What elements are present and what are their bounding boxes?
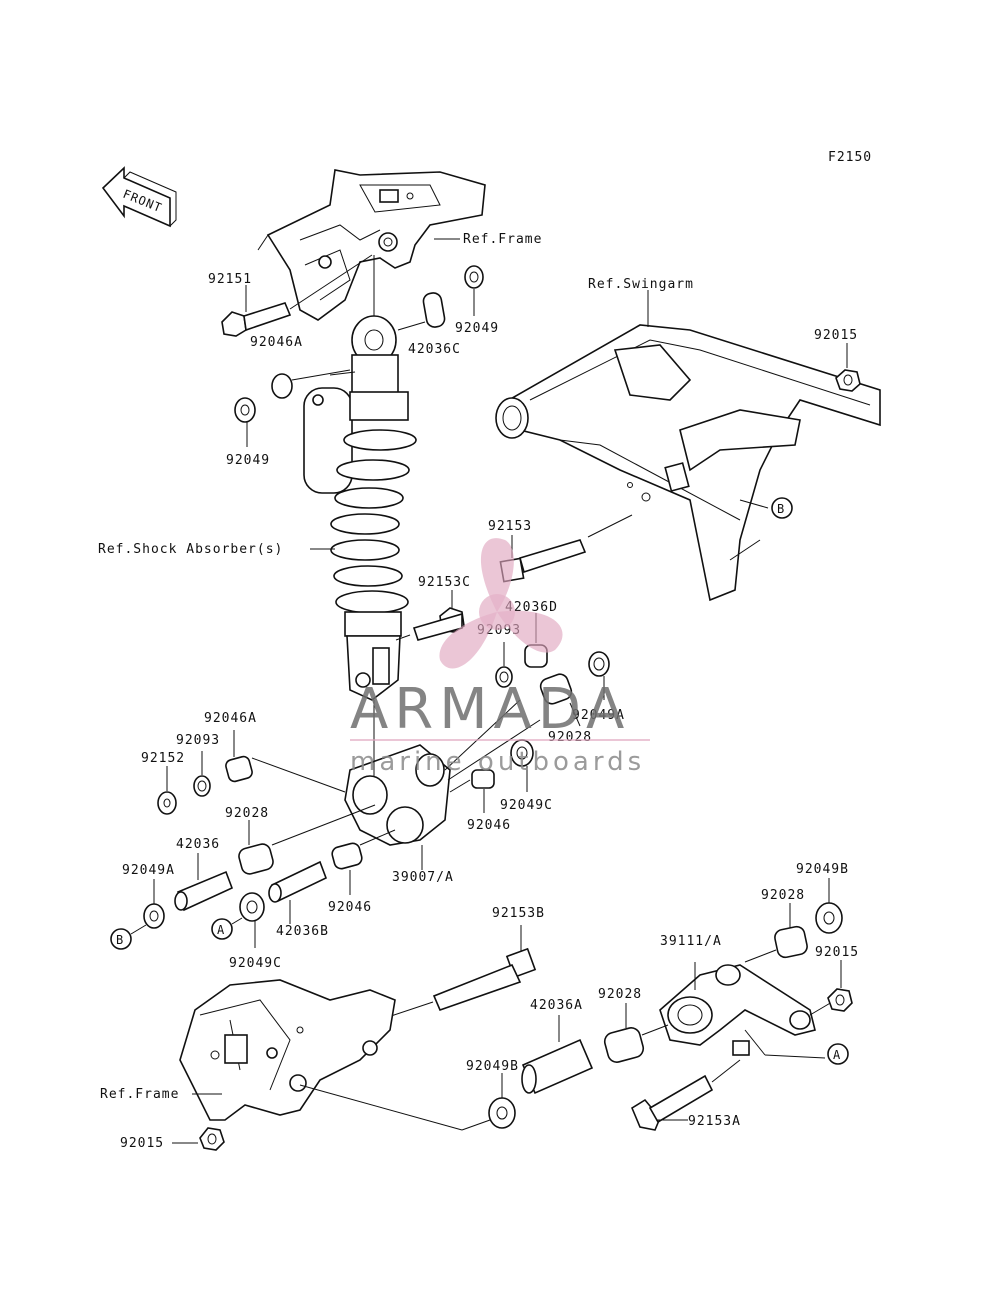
seal-92049C-lower bbox=[239, 892, 265, 948]
ref-shock-absorber: Ref.Shock Absorber(s) bbox=[98, 542, 283, 557]
label-92046-right: 92046 bbox=[467, 818, 511, 833]
label-92046A-top: 92046A bbox=[250, 335, 303, 350]
svg-text:A: A bbox=[217, 923, 225, 937]
label-92028-lower: 92028 bbox=[598, 987, 642, 1002]
label-92093-left: 92093 bbox=[176, 733, 220, 748]
sleeve-42036B bbox=[268, 860, 328, 924]
label-92049A-left: 92049A bbox=[122, 863, 175, 878]
bolt-92153A bbox=[630, 1059, 741, 1131]
seal-92049B-right bbox=[815, 878, 843, 934]
label-92028-left: 92028 bbox=[225, 806, 269, 821]
seal-92049A-left bbox=[143, 879, 165, 929]
rocker-39007A bbox=[344, 699, 541, 846]
label-42036B: 42036B bbox=[276, 924, 329, 939]
label-92028-mid: 92028 bbox=[548, 730, 592, 745]
frame-bottom bbox=[179, 979, 396, 1121]
label-92049B-lower: 92049B bbox=[466, 1059, 519, 1074]
callout-A-left: A bbox=[211, 917, 243, 940]
washer-92152 bbox=[157, 766, 177, 815]
ref-frame-top: Ref.Frame bbox=[463, 232, 542, 247]
ring-92093-left bbox=[193, 751, 211, 797]
swingarm bbox=[495, 324, 881, 602]
callout-B-left: B bbox=[110, 924, 147, 950]
label-92153C: 92153C bbox=[418, 575, 471, 590]
collar-92046A-left bbox=[225, 730, 346, 793]
seal-92049-left bbox=[234, 397, 256, 447]
label-92049A-right: 92049A bbox=[572, 708, 625, 723]
bearing-92046-right bbox=[449, 769, 495, 813]
nut-92015-top bbox=[835, 343, 861, 392]
seal-92049B-lower bbox=[299, 1073, 516, 1131]
svg-text:A: A bbox=[833, 1048, 841, 1062]
callout-A-right: A bbox=[827, 1043, 849, 1065]
label-92046A-left: 92046A bbox=[204, 711, 257, 726]
svg-text:B: B bbox=[116, 933, 124, 947]
tie-rod-39111A bbox=[641, 962, 833, 1059]
collar-92028-mid bbox=[539, 673, 581, 727]
label-39111A: 39111/A bbox=[660, 934, 722, 949]
label-92015-top: 92015 bbox=[814, 328, 858, 343]
label-92046-lower: 92046 bbox=[328, 900, 372, 915]
front-arrow-icon: FRONT bbox=[101, 166, 177, 228]
label-42036A: 42036A bbox=[530, 998, 583, 1013]
label-42036: 42036 bbox=[176, 837, 220, 852]
seal-92049A-right bbox=[588, 651, 610, 700]
shock-absorber bbox=[303, 255, 417, 701]
label-92049-top: 92049 bbox=[455, 321, 499, 336]
label-39007A: 39007/A bbox=[392, 870, 454, 885]
label-92049-left: 92049 bbox=[226, 453, 270, 468]
label-42036C: 42036C bbox=[408, 342, 461, 357]
collar-92028-right bbox=[744, 903, 808, 963]
seal-92049-top bbox=[464, 265, 484, 316]
label-92049C-lower: 92049C bbox=[229, 956, 282, 971]
label-92015-bottom: 92015 bbox=[120, 1136, 164, 1151]
watermark-tagline: marine outboards bbox=[350, 747, 645, 777]
label-92049B-right: 92049B bbox=[796, 862, 849, 877]
ref-swingarm: Ref.Swingarm bbox=[588, 277, 694, 292]
sleeve-42036C bbox=[397, 292, 446, 331]
frame-top-bracket bbox=[257, 169, 486, 321]
ring-92093-mid bbox=[495, 642, 513, 688]
armada-watermark: ARMADA marine outboards bbox=[350, 538, 650, 777]
ref-frame-bottom: Ref.Frame bbox=[100, 1087, 179, 1102]
svg-text:B: B bbox=[777, 502, 785, 516]
sleeve-42036 bbox=[174, 853, 234, 912]
label-92153A: 92153A bbox=[688, 1114, 741, 1129]
watermark-brand: ARMADA bbox=[350, 677, 630, 742]
label-92015-right: 92015 bbox=[815, 945, 859, 960]
collar-92028-lower bbox=[603, 1003, 645, 1063]
bearing-92046-lower bbox=[331, 829, 396, 895]
label-92153: 92153 bbox=[488, 519, 532, 534]
label-92153B: 92153B bbox=[492, 906, 545, 921]
label-92028-right: 92028 bbox=[761, 888, 805, 903]
diagram-code: F2150 bbox=[828, 150, 872, 165]
sleeve-42036A bbox=[521, 1015, 594, 1095]
label-92049C-right: 92049C bbox=[500, 798, 553, 813]
nut-92015-bottom bbox=[172, 1127, 225, 1151]
label-92152: 92152 bbox=[141, 751, 185, 766]
collar-92028-left bbox=[238, 804, 376, 875]
collar-92046A-top bbox=[271, 369, 351, 399]
callout-B-swingarm: B bbox=[771, 497, 793, 519]
label-92151: 92151 bbox=[208, 272, 252, 287]
bolt-92151 bbox=[221, 254, 373, 337]
nut-92015-right bbox=[827, 960, 853, 1012]
propeller-logo-icon bbox=[439, 538, 563, 669]
bolt-92153B bbox=[384, 925, 537, 1019]
